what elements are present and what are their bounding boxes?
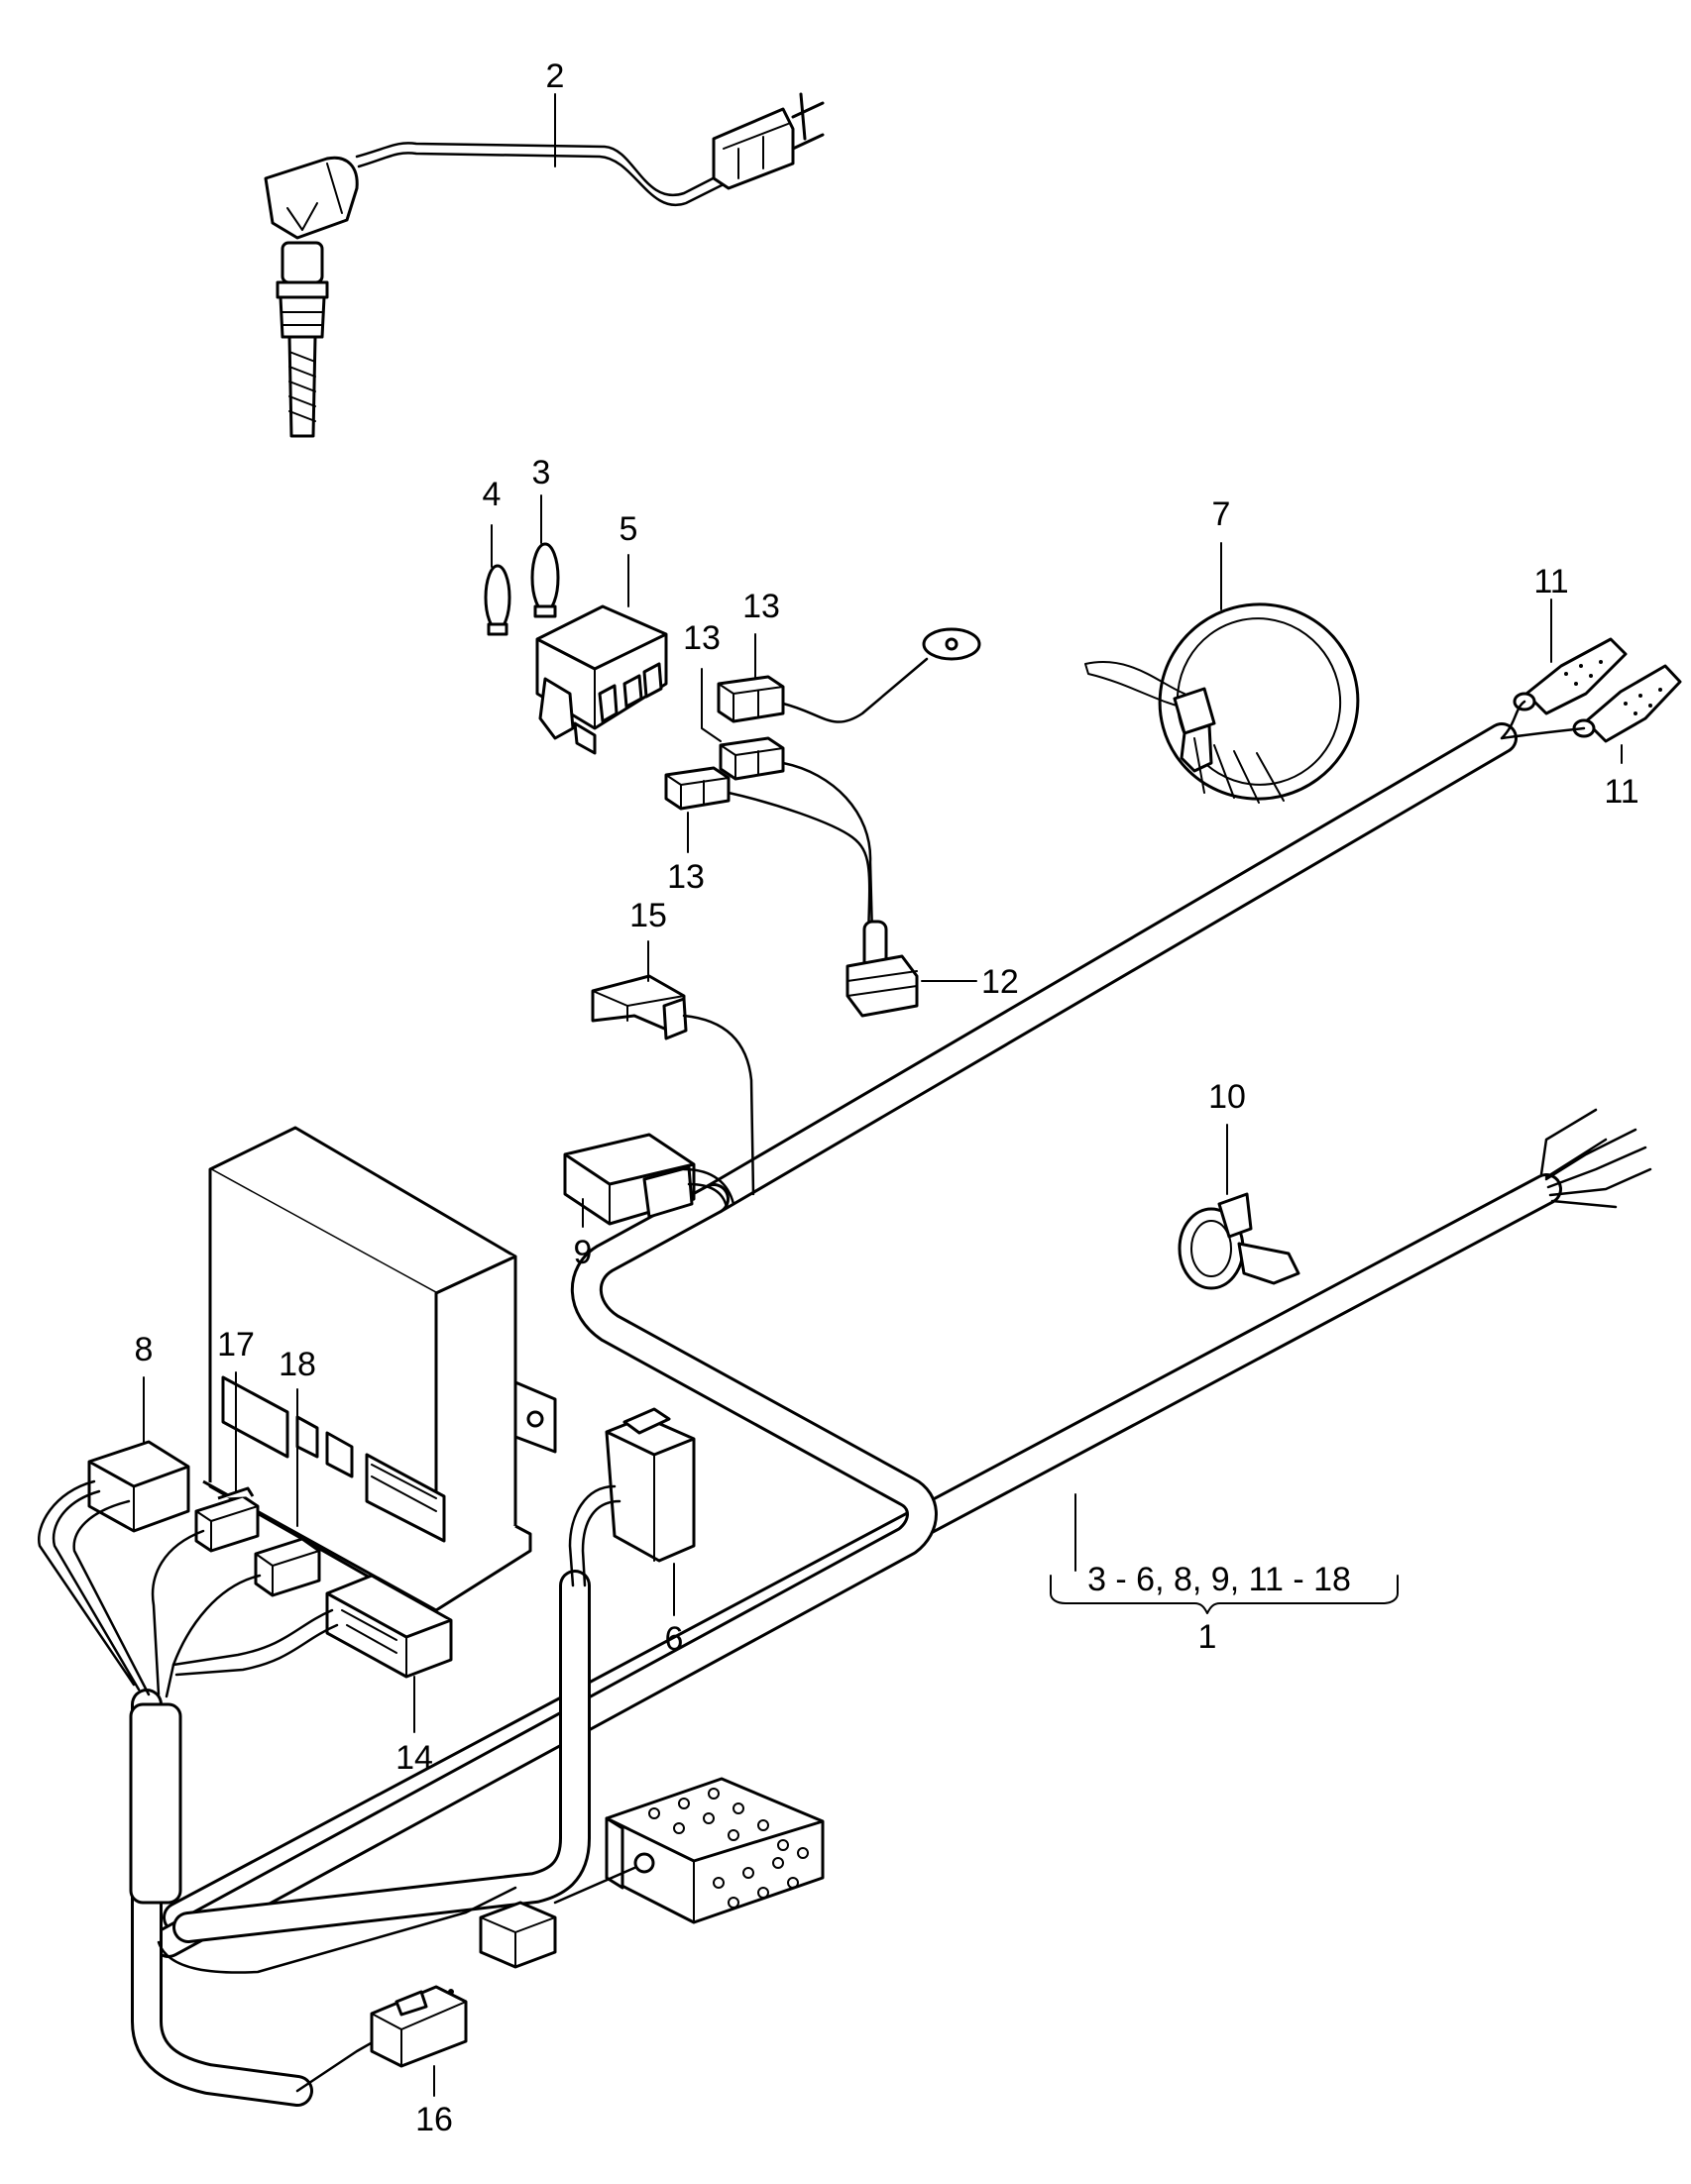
part-18-connector bbox=[165, 1537, 321, 1698]
label-12: 12 bbox=[981, 963, 1019, 1001]
label-1: 1 bbox=[1198, 1618, 1217, 1656]
label-13a: 13 bbox=[742, 588, 780, 625]
label-13c: 13 bbox=[667, 858, 705, 896]
part-3-bulb bbox=[530, 542, 560, 618]
label-4: 4 bbox=[483, 476, 502, 513]
leader-13b bbox=[701, 668, 722, 742]
part-9-connector bbox=[563, 1133, 735, 1226]
label-11b: 11 bbox=[1604, 773, 1638, 811]
bottom-sensor-housing bbox=[553, 1777, 825, 1924]
part-8-connector bbox=[38, 1440, 190, 1696]
label-15: 15 bbox=[629, 897, 667, 934]
part-4-bulb bbox=[484, 564, 511, 636]
bottom-connector bbox=[479, 1901, 557, 1969]
control-unit-box bbox=[202, 1126, 557, 1617]
label-8: 8 bbox=[135, 1331, 154, 1368]
part-7-cable-tie bbox=[1084, 602, 1360, 804]
label-10: 10 bbox=[1208, 1078, 1246, 1116]
label-3: 3 bbox=[532, 454, 551, 491]
label-14: 14 bbox=[395, 1739, 433, 1777]
label-9: 9 bbox=[574, 1234, 593, 1271]
housing-dimples bbox=[648, 1788, 809, 1909]
part-15-connector bbox=[591, 974, 755, 1196]
part-2-sensor-cable bbox=[264, 92, 825, 438]
part-16-connector bbox=[370, 1985, 468, 2068]
label-7: 7 bbox=[1212, 495, 1231, 533]
label-5: 5 bbox=[620, 510, 638, 548]
part-13-connector-low bbox=[664, 766, 871, 938]
label-2: 2 bbox=[546, 57, 565, 95]
part-17-connector bbox=[151, 1486, 260, 1696]
part-10-clip bbox=[1178, 1192, 1300, 1290]
part-14-connector bbox=[171, 1574, 453, 1679]
group-brace bbox=[1050, 1575, 1399, 1614]
part-6-connector bbox=[568, 1407, 696, 1587]
label-11a: 11 bbox=[1533, 563, 1568, 601]
label-16: 16 bbox=[415, 2101, 453, 2138]
label-6: 6 bbox=[665, 1620, 684, 1658]
part-13-connector-mid bbox=[719, 736, 874, 938]
label-18: 18 bbox=[279, 1346, 316, 1383]
group-range-label: 3 - 6, 8, 9, 11 - 18 bbox=[1087, 1561, 1351, 1598]
part-13-connector-top bbox=[717, 627, 981, 723]
label-13b: 13 bbox=[683, 619, 721, 657]
label-17: 17 bbox=[217, 1326, 255, 1364]
main-harness bbox=[129, 700, 1652, 2107]
part-12-grommet bbox=[846, 920, 919, 1018]
part-5-relay bbox=[535, 604, 668, 755]
